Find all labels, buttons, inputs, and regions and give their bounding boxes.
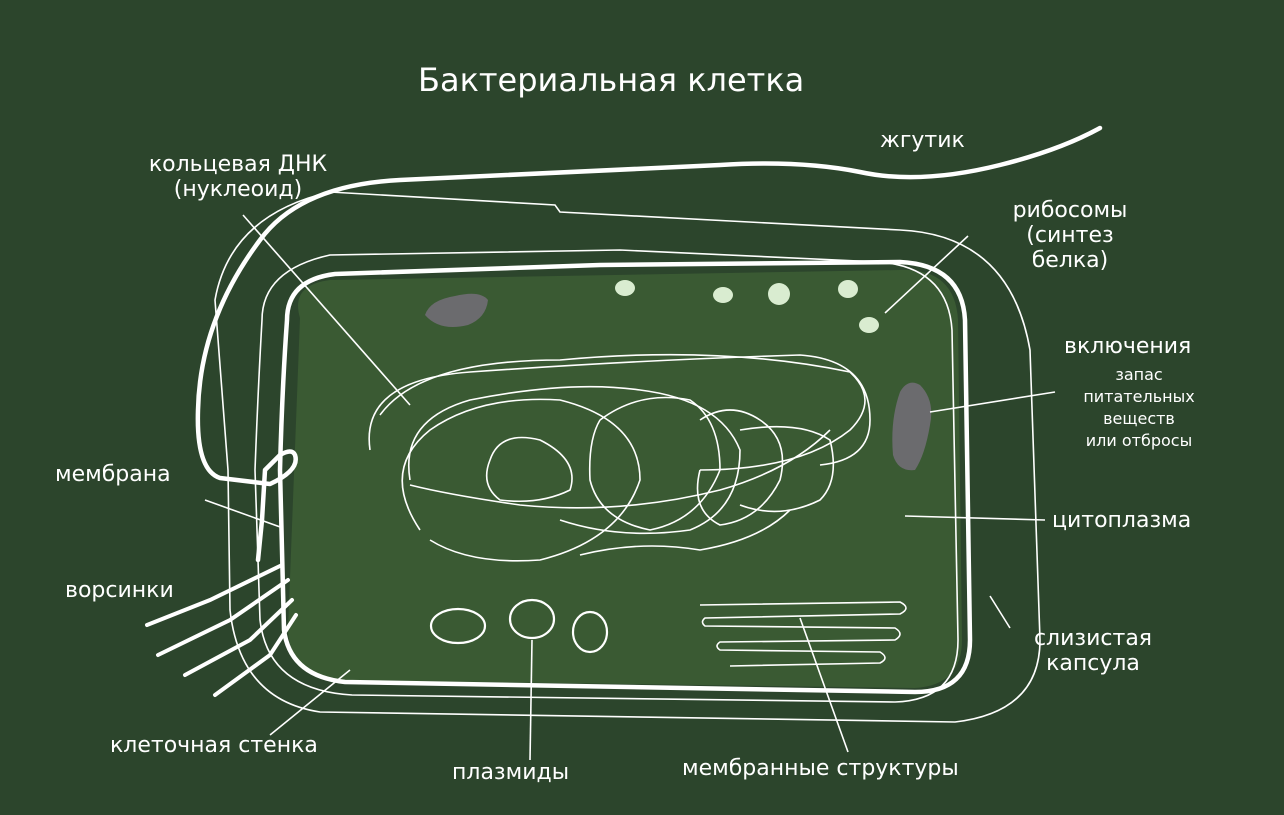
label-plasmids: плазмиды xyxy=(452,760,570,785)
label-capsule: слизистая капсула xyxy=(1008,626,1178,676)
label-flagellum: жгутик xyxy=(880,128,965,153)
plasmid xyxy=(571,610,609,654)
label-capsule-line2: капсула xyxy=(1046,651,1140,676)
pilus xyxy=(183,598,294,677)
leader-nucleoid xyxy=(242,214,411,406)
label-nucleoid-line1: кольцевая ДНК xyxy=(148,152,328,177)
leader-cell-wall xyxy=(269,669,351,736)
membrane-structures-shape xyxy=(699,601,907,667)
label-nucleoid: кольцевая ДНК (нуклеоид) xyxy=(108,152,368,202)
label-capsule-line1: слизистая xyxy=(1033,626,1153,651)
label-ribosomes-line3: белка) xyxy=(1031,248,1109,273)
diagram-title: Бактериальная клетка xyxy=(418,61,805,99)
label-inclusions: включения xyxy=(1064,334,1192,359)
leader-plasmids xyxy=(529,639,533,761)
plasmids xyxy=(429,598,609,654)
plasmid xyxy=(508,598,556,640)
label-inclusions-note-line1: запас xyxy=(1115,365,1163,384)
ribosome xyxy=(615,280,635,296)
label-inclusions-note-line4: или отбросы xyxy=(1085,431,1193,450)
pili xyxy=(145,563,298,697)
leader-inclusions xyxy=(929,391,1056,413)
leader-membrane-structures xyxy=(799,617,849,753)
label-ribosomes-line1: рибосомы xyxy=(1012,198,1128,223)
label-pili: ворсинки xyxy=(65,578,174,603)
pilus xyxy=(156,578,290,657)
label-ribosomes-line2: (синтез xyxy=(1026,223,1114,248)
pilus xyxy=(145,563,284,627)
ribosomes xyxy=(615,280,879,333)
ribosome xyxy=(713,287,733,303)
inclusion-blob xyxy=(425,293,488,328)
leader-cytoplasm xyxy=(904,515,1046,521)
label-ribosomes: рибосомы (синтез белка) xyxy=(990,198,1150,273)
inclusion-blob xyxy=(892,382,932,471)
label-membrane-structures: мембранные структуры xyxy=(682,756,959,781)
flagellum-line xyxy=(195,125,1103,563)
leader-membrane xyxy=(204,499,284,529)
ribosome xyxy=(768,283,790,305)
ribosome xyxy=(859,317,879,333)
leader-lines xyxy=(204,214,1056,761)
leader-capsule xyxy=(989,595,1011,629)
ribosome xyxy=(838,280,858,298)
cell-membrane xyxy=(277,259,973,695)
nucleoid-dna xyxy=(368,353,871,562)
pilus xyxy=(213,613,298,697)
label-cell-wall: клеточная стенка xyxy=(110,733,318,758)
label-cytoplasm: цитоплазма xyxy=(1052,508,1192,533)
label-inclusions-note-line3: веществ xyxy=(1103,409,1175,428)
cytoplasm-area xyxy=(288,269,962,688)
label-nucleoid-line2: (нуклеоид) xyxy=(173,177,303,202)
label-membrane: мембрана xyxy=(55,462,171,487)
plasmid xyxy=(429,607,487,645)
label-inclusions-note: запас питательных веществ или отбросы xyxy=(1054,364,1224,452)
label-inclusions-note-line2: питательных xyxy=(1083,387,1195,406)
leader-ribosomes xyxy=(884,235,969,314)
